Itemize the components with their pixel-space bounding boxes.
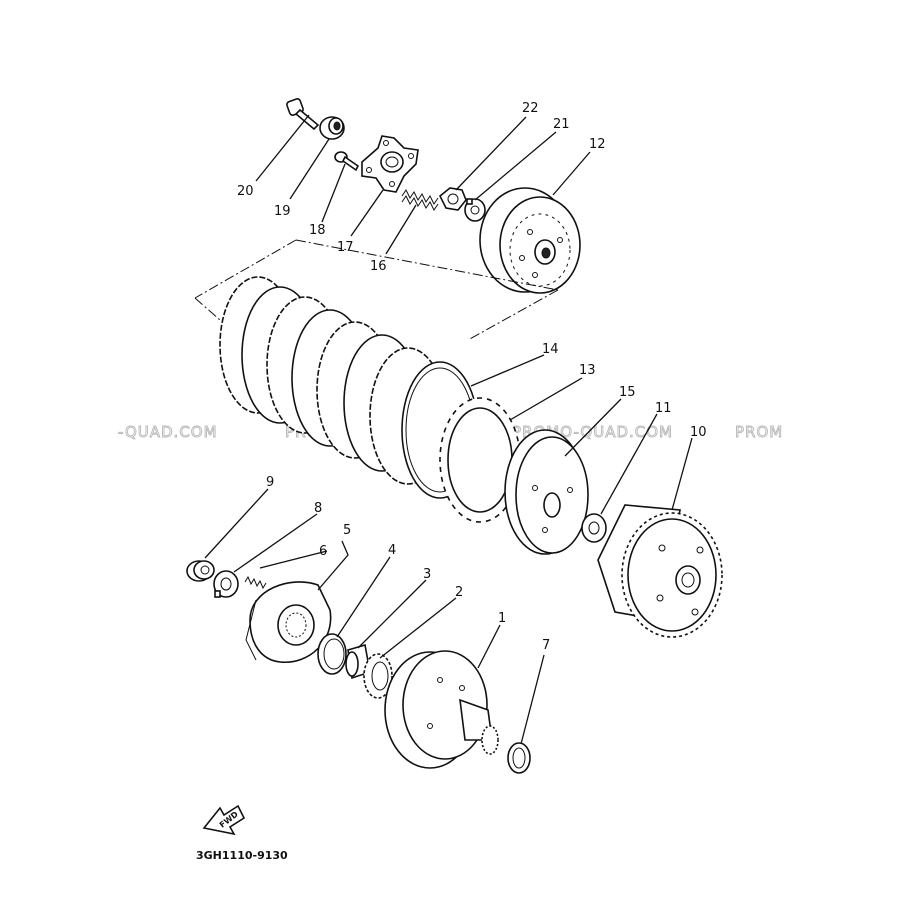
part-clutch-boss (479, 187, 581, 294)
part-primary-driven-gear (597, 504, 723, 638)
callout-14: 14 (542, 342, 559, 357)
part-code: 3GH1110-9130 (196, 849, 288, 862)
callout-21: 21 (553, 117, 570, 132)
plate-group-bracket (194, 239, 559, 341)
part-bolt (334, 151, 360, 172)
callout-11: 11 (655, 401, 672, 416)
part-one-way-bearing (363, 653, 393, 699)
callout-10: 10 (690, 425, 707, 440)
part-thrust-plate (581, 513, 607, 543)
leader-lines (204, 114, 693, 745)
callout-16: 16 (370, 259, 387, 274)
callout-2: 2 (455, 585, 463, 600)
callout-17: 17 (337, 240, 354, 255)
callout-5: 5 (343, 523, 351, 538)
callout-13: 13 (579, 363, 596, 378)
callout-18: 18 (309, 223, 326, 238)
callout-9: 9 (266, 475, 274, 490)
part-washer (317, 633, 347, 675)
part-lock-washer (464, 198, 486, 222)
callout-6: 6 (319, 544, 327, 559)
callout-8: 8 (314, 501, 322, 516)
callout-1: 1 (498, 611, 506, 626)
callout-4: 4 (388, 543, 396, 558)
part-collar (345, 643, 371, 680)
callouts: 20 19 18 17 16 22 21 12 14 13 15 11 10 9… (237, 101, 707, 653)
fwd-arrow-icon: FWD (202, 804, 246, 836)
part-pressure-plate-retainer (361, 135, 419, 193)
watermark-text: PROM (735, 423, 783, 441)
callout-7: 7 (542, 638, 550, 653)
part-lock-washer-lower (213, 570, 239, 598)
part-primary-clutch-housing (384, 650, 499, 769)
part-bearing (319, 116, 345, 140)
callout-12: 12 (589, 137, 606, 152)
part-plate-stack (219, 276, 521, 523)
part-pressure-plate (504, 429, 589, 555)
part-nut (438, 187, 467, 211)
callout-22: 22 (522, 101, 539, 116)
part-nut-lower (186, 560, 215, 582)
part-compression-spring (401, 189, 439, 211)
part-washer-7 (507, 742, 531, 774)
part-spring (244, 575, 267, 590)
part-push-rod (286, 98, 320, 131)
watermark-text: -QUAD.COM (118, 423, 218, 441)
callout-15: 15 (619, 385, 636, 400)
callout-3: 3 (423, 567, 431, 582)
callout-19: 19 (274, 204, 291, 219)
callout-20: 20 (237, 184, 254, 199)
